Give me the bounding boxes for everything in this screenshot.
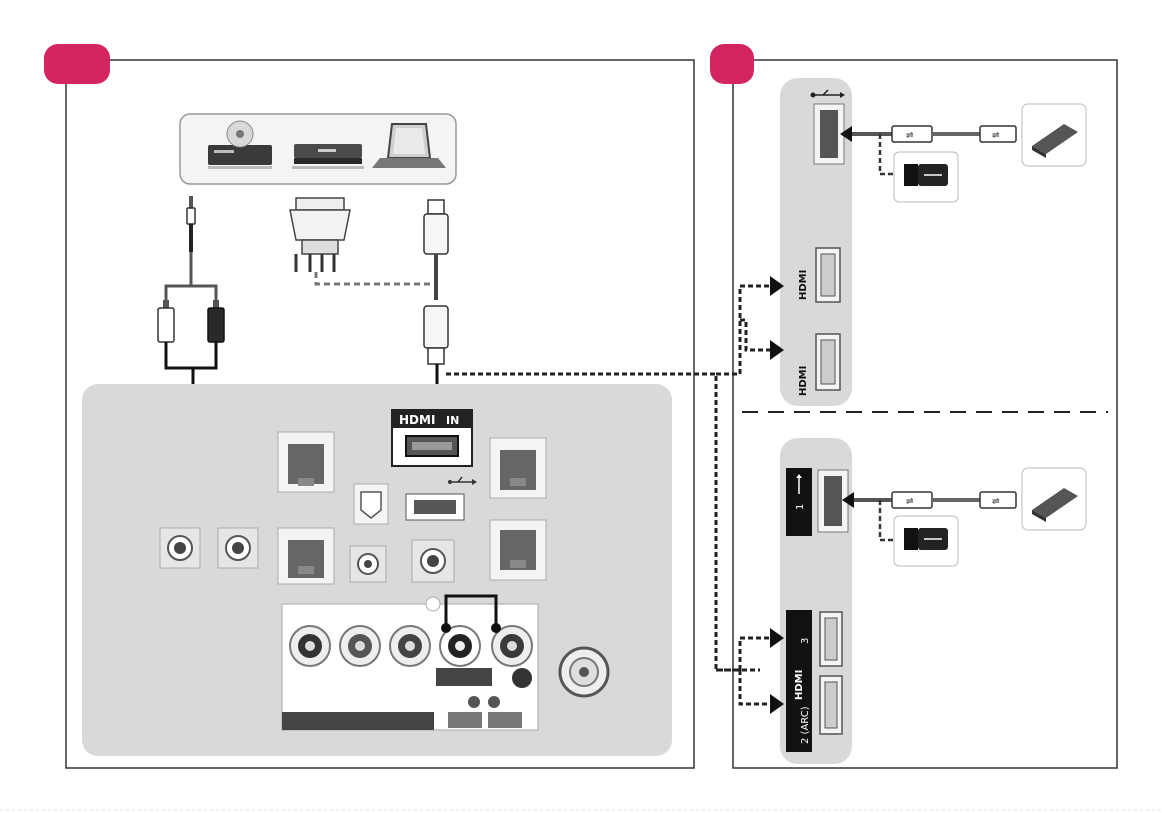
coax-port-1[interactable] <box>160 528 200 568</box>
hdmi-plug-icon <box>424 200 448 364</box>
tv-rear-panel: HDMI IN <box>82 384 672 756</box>
usb-plug-icon: ⇌ <box>980 126 1016 142</box>
hdmi-in-port[interactable]: HDMI IN <box>392 410 472 466</box>
left-panel: HDMI IN <box>44 44 760 768</box>
hdmi-in-suffix: IN <box>446 414 459 427</box>
component-jack-3[interactable] <box>390 626 430 666</box>
svg-text:⇌: ⇌ <box>906 496 914 506</box>
usb-connection-top: ⇌ ⇌ <box>840 104 1086 202</box>
hdmi-arrows-top <box>716 276 784 374</box>
component-jack-2[interactable] <box>340 626 380 666</box>
lan-port-4[interactable] <box>490 520 546 580</box>
hdmi-logo-bottom: HDMI <box>794 670 805 700</box>
source-devices-tray <box>180 114 456 184</box>
tv-side-panel-bottom: 1 HDMI 3 2 (ARC) <box>780 438 852 764</box>
av-small-jack[interactable] <box>512 668 532 688</box>
hdmi-logo-top-1: HDMI <box>798 270 809 300</box>
left-panel-badge <box>44 44 110 84</box>
coax-port-3[interactable] <box>412 540 454 582</box>
tv-side-panel-top: HDMI HDMI <box>780 78 852 406</box>
usb-flash-drive-icon <box>894 516 958 566</box>
usb-plug-icon: ⇌ <box>892 126 932 142</box>
av-component-block <box>282 597 538 730</box>
svg-text:⇌: ⇌ <box>906 130 914 140</box>
usb-flash-drive-icon <box>894 152 958 202</box>
rca-plug-icon <box>158 300 224 342</box>
lan-port-2[interactable] <box>278 528 334 584</box>
hdmi-port-2-label: 2 (ARC) <box>800 706 811 744</box>
hdmi-in-logo: HDMI <box>399 413 435 427</box>
right-panel: HDMI HDMI ⇌ ⇌ <box>710 44 1117 768</box>
lan-port-1[interactable] <box>278 432 334 492</box>
external-hard-drive-icon <box>1022 468 1086 530</box>
optical-port[interactable] <box>354 484 388 524</box>
hdmi-logo-top-2: HDMI <box>798 366 809 396</box>
audio-jack-icon <box>187 196 195 252</box>
usb-connection-bottom: ⇌ ⇌ <box>842 468 1086 566</box>
right-panel-badge <box>710 44 754 84</box>
coax-port-2[interactable] <box>218 528 258 568</box>
antenna-port[interactable] <box>560 648 608 696</box>
hdmi-port-3-label: 3 <box>800 638 811 644</box>
av-label-bar <box>436 668 492 686</box>
usb-plug-icon: ⇌ <box>980 492 1016 508</box>
dvi-plug-icon <box>290 198 350 272</box>
usb-port-top[interactable] <box>814 104 844 164</box>
svg-text:⇌: ⇌ <box>992 496 1000 506</box>
lan-port-3[interactable] <box>490 438 546 498</box>
external-hard-drive-icon <box>1022 104 1086 166</box>
component-jack-1[interactable] <box>290 626 330 666</box>
usb-plug-icon: ⇌ <box>892 492 932 508</box>
dvi-to-hdmi-dashed-link <box>316 272 436 284</box>
hdmi-port-3[interactable] <box>820 612 842 666</box>
svg-text:⇌: ⇌ <box>992 130 1000 140</box>
usb-port-number: 1 <box>795 504 806 510</box>
hdmi-port-2-arc[interactable] <box>820 676 842 734</box>
audio-out-port[interactable] <box>350 546 386 582</box>
